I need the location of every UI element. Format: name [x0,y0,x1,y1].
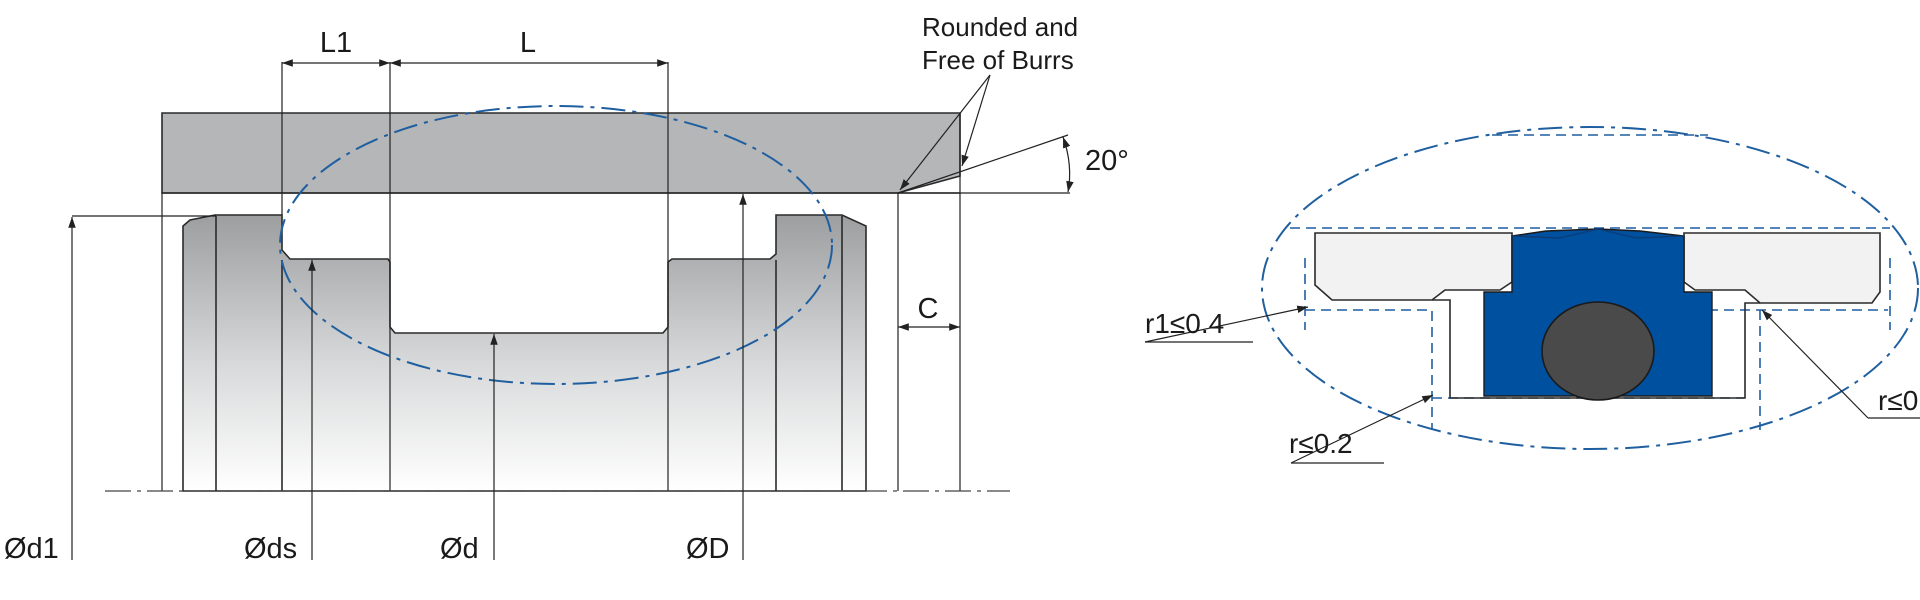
note-line-2: Free of Burrs [922,45,1074,75]
detail-view-ellipse [1261,126,1919,450]
note-line-1: Rounded and [922,12,1078,42]
note-leader-2 [961,74,991,167]
detail-callout-ellipse [279,105,833,385]
angle-arc [1062,136,1074,193]
housing-body [161,112,961,194]
l-label: L [520,27,536,59]
chamfer-angle-line [897,134,1069,194]
r-right-label: r≤0 [1878,385,1918,416]
d-label: Ød [440,533,479,565]
seal-detail-view: r1≤0.4 r≤0.2 r≤0 [1144,126,1920,464]
rod-body [182,214,867,492]
groove-cross-section: L1 L C 20° Rounded and Free of Burrs Ød1… [4,12,1129,565]
o-ring [1541,301,1655,401]
r-small-label: r≤0.2 [1289,428,1353,459]
detail-housing-left [1314,232,1513,301]
phantom-groove-line [1305,309,1888,430]
bore-diameter-label: ØD [686,533,730,565]
c-label: C [918,293,939,325]
r-right-leader [1761,309,1869,419]
r1-leader [1144,305,1309,343]
r1-label: r1≤0.4 [1145,308,1224,339]
note-leader-1 [899,74,991,191]
detail-housing-right [1683,232,1881,304]
seal-lip-top [1511,228,1685,239]
angle-label: 20° [1085,145,1129,177]
r-small-leader [1290,394,1434,464]
phantom-side-lines [1304,258,1891,430]
ds-label: Øds [244,533,297,565]
d1-label: Ød1 [4,533,59,565]
l1-label: L1 [320,27,352,59]
